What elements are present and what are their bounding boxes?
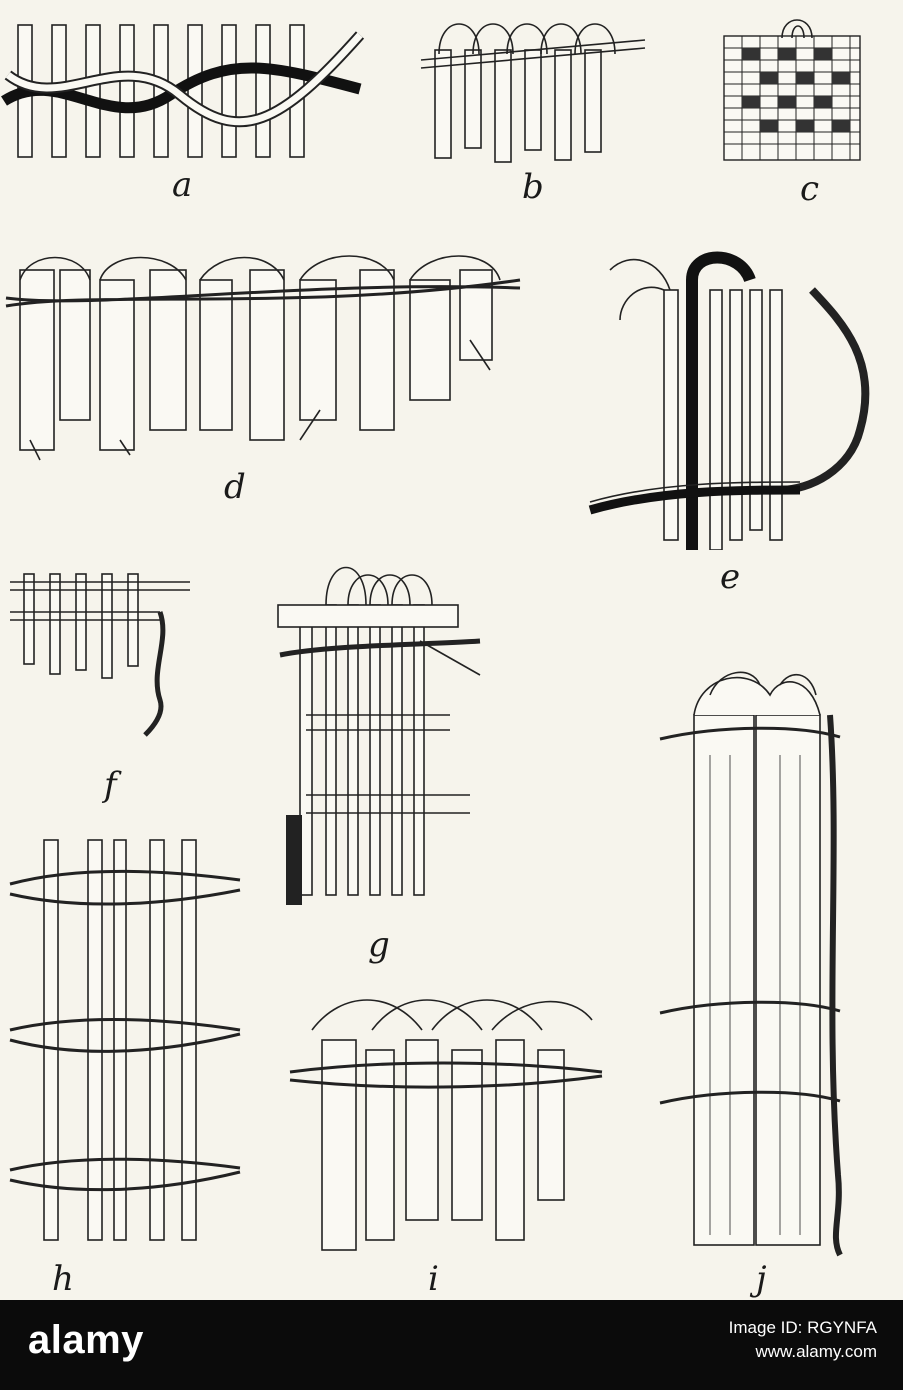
figure-g [270, 545, 520, 915]
figure-b [415, 10, 655, 170]
label-j: j [756, 1262, 767, 1296]
label-b: b [522, 170, 544, 204]
label-h: h [52, 1262, 74, 1296]
label-c: c [800, 172, 819, 206]
label-i: i [428, 1262, 439, 1296]
image-url: www.alamy.com [729, 1340, 877, 1364]
scanned-page: a b c [0, 0, 903, 1300]
label-e: e [720, 560, 740, 594]
label-a: a [172, 168, 192, 202]
watermark-bar: alamy Image ID: RGYNFA www.alamy.com [0, 1300, 903, 1390]
figure-h [0, 820, 260, 1260]
image-id-caption: Image ID: RGYNFA [729, 1316, 877, 1340]
figure-c [712, 8, 872, 168]
figure-j [640, 655, 880, 1260]
figure-d [0, 240, 545, 470]
figure-e [580, 240, 900, 550]
figure-f [0, 560, 220, 740]
label-d: d [224, 470, 246, 504]
image-id: Image ID: RGYNFA www.alamy.com [729, 1316, 877, 1364]
label-g: g [368, 928, 390, 962]
figure-a [0, 5, 370, 165]
figure-i [282, 990, 612, 1270]
label-f: f [104, 768, 117, 802]
brand-logo: alamy [28, 1318, 144, 1363]
